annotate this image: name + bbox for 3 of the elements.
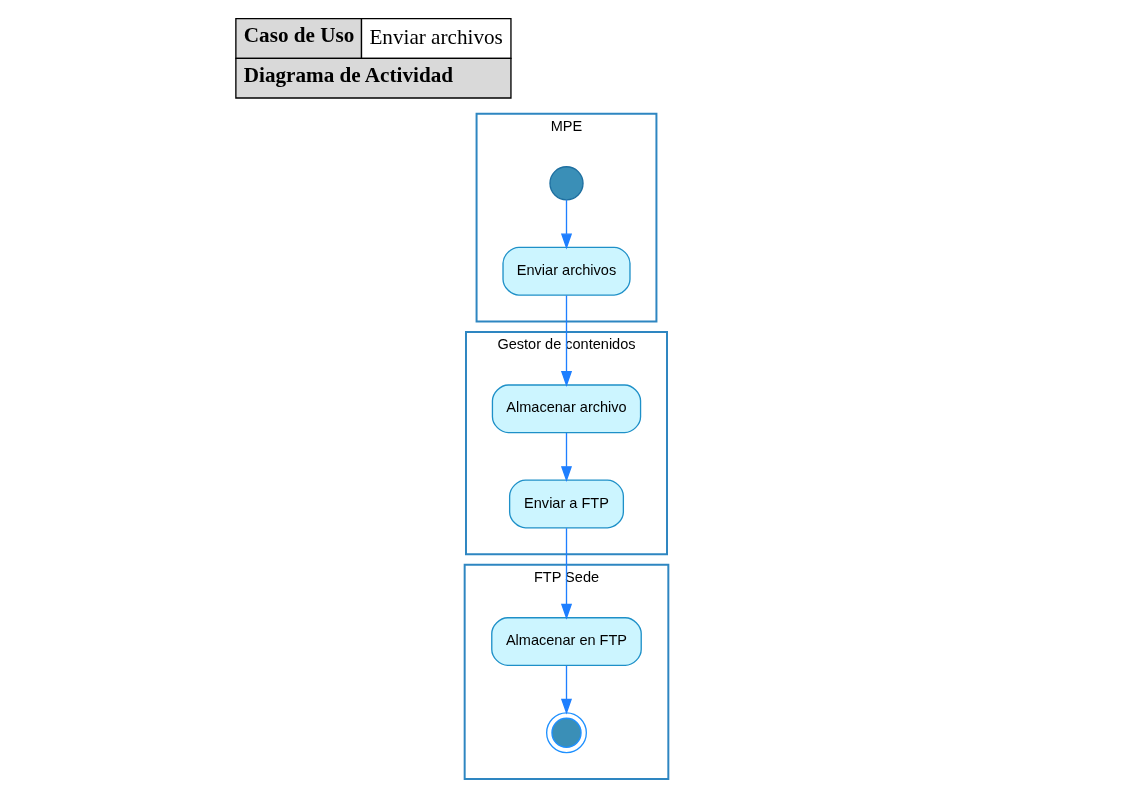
label: Enviar archivos (369, 24, 503, 49)
label: Caso de Uso (243, 23, 355, 48)
label: Diagrama de Actividad (243, 62, 454, 87)
